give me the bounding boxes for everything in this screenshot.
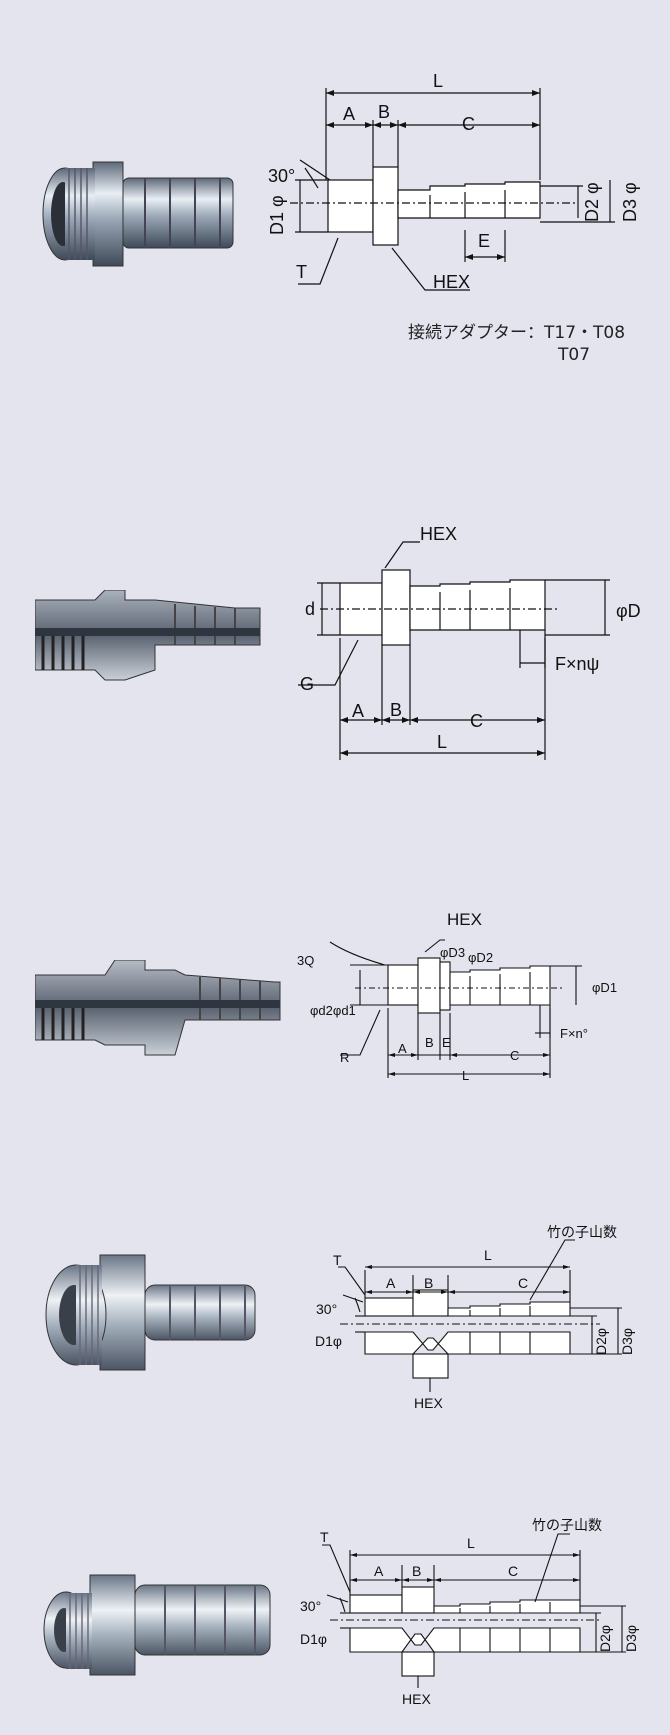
label-T: T <box>333 1252 342 1268</box>
label-C: C <box>510 1048 519 1063</box>
label-F: F×n° <box>560 1026 588 1041</box>
label-C: C <box>462 114 475 134</box>
label-B: B <box>424 1275 433 1291</box>
label-A: A <box>386 1275 396 1291</box>
label-G: G <box>300 674 314 694</box>
label-L: L <box>433 71 443 91</box>
label-F: F×nψ <box>555 654 599 674</box>
fitting-photo-3 <box>35 960 281 1056</box>
dimension-drawing-2: HEX d φD G F×nψ A B C L <box>298 524 641 760</box>
label-D2: D2 φ <box>582 182 602 222</box>
label-D: φD <box>616 601 641 621</box>
fitting-photo-1 <box>42 161 234 267</box>
label-C: C <box>508 1563 518 1579</box>
label-D2: D2φ <box>597 1625 613 1652</box>
dimension-drawing-5: T L A B C 竹の子山数 30° D1φ D2φ D3φ HEX <box>300 1517 639 1707</box>
label-D1: D1φ <box>300 1631 327 1647</box>
label-A: A <box>343 104 355 124</box>
label-B: B <box>390 700 402 720</box>
panel-2: HEX d φD G F×nψ A B C L <box>0 520 670 770</box>
label-D1: D1 φ <box>267 195 287 235</box>
label-HEX: HEX <box>420 524 457 544</box>
label-B: B <box>425 1035 434 1050</box>
label-C: C <box>470 711 483 731</box>
adapter-note-line-1: 接続アダプター：T17・T08 <box>408 323 626 343</box>
panel-3: HEX 3Q φD3 φD2 φD1 φd2φd1 R A B E C F×n°… <box>0 900 670 1100</box>
label-D3: D3φ <box>619 1328 635 1355</box>
label-bamboo: 竹の子山数 <box>532 1517 602 1533</box>
label-HEX: HEX <box>433 272 470 292</box>
label-D1: D1φ <box>315 1333 342 1349</box>
label-L: L <box>462 1068 469 1083</box>
label-B: B <box>412 1563 421 1579</box>
label-HEX: HEX <box>447 910 482 929</box>
dimension-drawing-4: T L A B C 竹の子山数 30° D1φ D2φ D3φ HEX <box>315 1224 635 1411</box>
panel-5: T L A B C 竹の子山数 30° D1φ D2φ D3φ HEX <box>0 1510 670 1735</box>
fitting-photo-5 <box>43 1574 271 1676</box>
panel-4: T L A B C 竹の子山数 30° D1φ D2φ D3φ HEX <box>0 1220 670 1430</box>
label-R: R <box>340 1050 349 1065</box>
label-HEX: HEX <box>402 1691 431 1707</box>
fitting-photo-4 <box>45 1254 256 1371</box>
fitting-photo-2 <box>35 590 261 681</box>
label-D3: D3φ <box>623 1625 639 1652</box>
adapter-note-line-2: T07 <box>558 345 591 365</box>
dimension-drawing-1: L A B C 30° D1 φ D2 φ D3 φ E T HEX <box>267 71 640 292</box>
label-A: A <box>352 701 364 721</box>
panel-1: L A B C 30° D1 φ D2 φ D3 φ E T HEX 接続アダプ… <box>0 0 670 380</box>
label-T: T <box>296 262 307 282</box>
label-angle: 30° <box>316 1301 337 1317</box>
dimension-drawing-3: HEX 3Q φD3 φD2 φD1 φd2φd1 R A B E C F×n°… <box>297 910 617 1083</box>
label-HEX: HEX <box>414 1395 443 1411</box>
label-angle: 30° <box>268 166 295 186</box>
label-angle: 3Q <box>297 953 314 968</box>
label-C: C <box>518 1275 528 1291</box>
label-L: L <box>484 1247 492 1263</box>
label-D3: φD3 <box>440 945 465 960</box>
label-d: d <box>305 599 315 619</box>
label-B: B <box>378 102 390 122</box>
label-D2: φD2 <box>468 950 493 965</box>
label-L: L <box>467 1535 475 1551</box>
label-T: T <box>320 1529 329 1545</box>
label-L: L <box>437 732 447 752</box>
label-E: E <box>478 231 490 251</box>
label-A: A <box>374 1563 384 1579</box>
label-D1: φD1 <box>592 980 617 995</box>
label-bamboo: 竹の子山数 <box>547 1224 617 1240</box>
label-D2: D2φ <box>593 1328 609 1355</box>
label-D3: D3 φ <box>620 182 640 222</box>
label-A: A <box>398 1041 407 1056</box>
label-d2d1: φd2φd1 <box>310 1003 356 1018</box>
label-angle: 30° <box>300 1598 321 1614</box>
label-E: E <box>442 1035 451 1050</box>
